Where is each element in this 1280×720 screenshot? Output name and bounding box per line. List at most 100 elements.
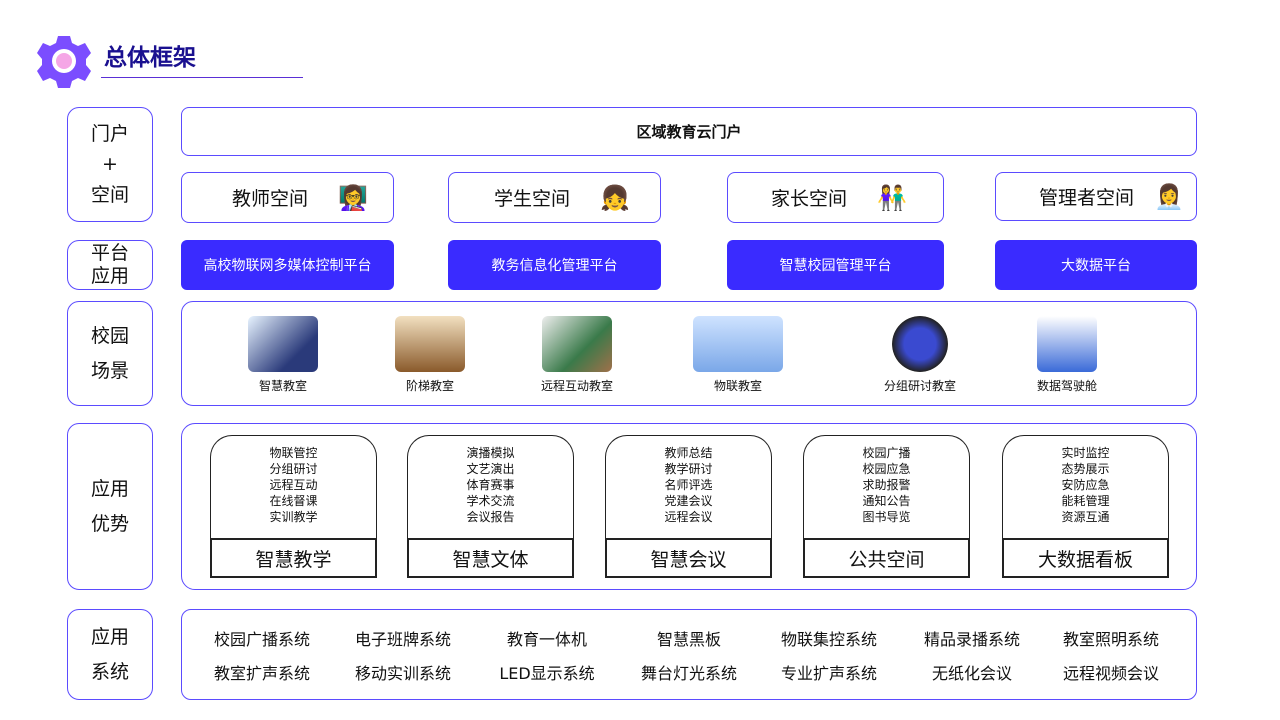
space-manager[interactable]: 管理者空间 👩‍💼	[995, 172, 1197, 221]
system-item[interactable]: 教室扩声系统	[213, 664, 310, 683]
advantage-item: 能耗管理	[1061, 494, 1110, 508]
system-panel	[181, 609, 1197, 700]
space-student[interactable]: 学生空间 👧	[448, 172, 661, 223]
scene-panel	[181, 301, 1197, 406]
advantage-item: 教学研讨	[664, 462, 713, 476]
system-item[interactable]: 教室照明系统	[1062, 630, 1159, 649]
advantage-title: 智慧文体	[407, 538, 574, 578]
system-item[interactable]: 专业扩声系统	[780, 664, 877, 683]
manager-avatar-icon: 👩‍💼	[1154, 182, 1184, 211]
scene-label: 远程互动教室	[540, 379, 613, 393]
advantage-item: 演播模拟	[466, 446, 515, 460]
page-title: 总体框架	[104, 45, 196, 71]
label-portal-space: 门户 + 空间	[67, 107, 153, 222]
scene-label: 数据驾驶舱	[1036, 379, 1097, 393]
space-label: 学生空间	[494, 188, 571, 210]
system-item[interactable]: 教育一体机	[506, 630, 587, 649]
advantage-item: 安防应急	[1061, 478, 1110, 492]
advantage-item: 校园广播	[862, 446, 911, 460]
space-label: 家长空间	[771, 188, 848, 210]
advantage-item: 远程会议	[664, 510, 713, 524]
system-item[interactable]: 远程视频会议	[1062, 664, 1159, 683]
scene-item[interactable]: 阶梯教室	[375, 316, 485, 394]
advantage-item: 文艺演出	[466, 462, 515, 476]
label-advantage: 应用 优势	[67, 423, 153, 590]
scene-label: 阶梯教室	[405, 379, 454, 393]
space-label: 教师空间	[232, 188, 309, 210]
advantage-item: 物联管控	[269, 446, 318, 460]
teacher-avatar-icon: 👩‍🏫	[338, 183, 368, 212]
advantage-item: 校园应急	[862, 462, 911, 476]
data-cockpit-image	[1037, 316, 1097, 372]
scene-item[interactable]: 分组研讨教室	[865, 316, 975, 394]
iot-classroom-image	[693, 316, 783, 372]
advantage-item: 求助报警	[862, 478, 911, 492]
advantage-item: 资源互通	[1061, 510, 1110, 524]
advantage-item: 分组研讨	[269, 462, 318, 476]
advantage-items: 演播模拟文艺演出体育赛事学术交流会议报告	[407, 435, 574, 538]
advantage-item: 实训教学	[269, 510, 318, 524]
advantage-item: 图书导览	[862, 510, 911, 524]
scene-item[interactable]: 远程互动教室	[522, 316, 632, 394]
platform-academic-affairs[interactable]: 教务信息化管理平台	[448, 240, 661, 290]
gear-icon	[37, 36, 91, 88]
advantage-title: 公共空间	[803, 538, 970, 578]
space-parent[interactable]: 家长空间 👫	[727, 172, 944, 223]
advantage-items: 物联管控分组研讨远程互动在线督课实训教学	[210, 435, 377, 538]
advantage-card[interactable]: 演播模拟文艺演出体育赛事学术交流会议报告智慧文体	[407, 435, 574, 578]
advantage-item: 通知公告	[862, 494, 911, 508]
advantage-card[interactable]: 物联管控分组研讨远程互动在线督课实训教学智慧教学	[210, 435, 377, 578]
title-underline	[101, 77, 303, 78]
parents-avatar-icon: 👫	[877, 183, 907, 212]
advantage-title: 智慧会议	[605, 538, 772, 578]
system-item[interactable]: 电子班牌系统	[354, 630, 451, 649]
space-label: 管理者空间	[1039, 187, 1135, 209]
system-item[interactable]: 物联集控系统	[780, 630, 877, 649]
advantage-item: 体育赛事	[466, 478, 515, 492]
portal-bar[interactable]: 区域教育云门户	[181, 107, 1197, 156]
scene-item[interactable]: 物联教室	[683, 316, 793, 394]
student-avatar-icon: 👧	[600, 183, 630, 212]
advantage-items: 实时监控态势展示安防应急能耗管理资源互通	[1002, 435, 1169, 538]
advantage-items: 教师总结教学研讨名师评选党建会议远程会议	[605, 435, 772, 538]
group-discussion-image	[892, 316, 948, 372]
scene-label: 智慧教室	[258, 379, 307, 393]
system-item[interactable]: 智慧黑板	[656, 630, 721, 649]
advantage-item: 教师总结	[664, 446, 713, 460]
scene-label: 分组研讨教室	[883, 379, 956, 393]
platform-big-data[interactable]: 大数据平台	[995, 240, 1197, 290]
system-item[interactable]: 精品录播系统	[923, 630, 1020, 649]
advantage-card[interactable]: 教师总结教学研讨名师评选党建会议远程会议智慧会议	[605, 435, 772, 578]
advantage-item: 远程互动	[269, 478, 318, 492]
advantage-card[interactable]: 实时监控态势展示安防应急能耗管理资源互通大数据看板	[1002, 435, 1169, 578]
remote-classroom-image	[542, 316, 612, 372]
advantage-item: 实时监控	[1061, 446, 1110, 460]
advantage-item: 态势展示	[1061, 462, 1110, 476]
label-system: 应用 系统	[67, 609, 153, 700]
smart-classroom-image	[248, 316, 318, 372]
scene-label: 物联教室	[713, 379, 762, 393]
system-item[interactable]: LED显示系统	[499, 664, 595, 683]
scene-item[interactable]: 智慧教室	[228, 316, 338, 394]
advantage-item: 在线督课	[269, 494, 318, 508]
system-item[interactable]: 无纸化会议	[931, 664, 1012, 683]
label-platform: 平台 应用	[67, 240, 153, 290]
advantage-card[interactable]: 校园广播校园应急求助报警通知公告图书导览公共空间	[803, 435, 970, 578]
space-teacher[interactable]: 教师空间 👩‍🏫	[181, 172, 394, 223]
label-campus-scene: 校园 场景	[67, 301, 153, 406]
scene-item[interactable]: 数据驾驶舱	[1012, 316, 1122, 394]
advantage-item: 学术交流	[466, 494, 515, 508]
advantage-item: 党建会议	[664, 494, 713, 508]
advantage-title: 大数据看板	[1002, 538, 1169, 578]
platform-iot-control[interactable]: 高校物联网多媒体控制平台	[181, 240, 394, 290]
system-item[interactable]: 舞台灯光系统	[640, 664, 737, 683]
advantage-title: 智慧教学	[210, 538, 377, 578]
lecture-hall-image	[395, 316, 465, 372]
system-item[interactable]: 移动实训系统	[354, 664, 451, 683]
advantage-item: 会议报告	[466, 510, 515, 524]
advantage-panel	[181, 423, 1197, 590]
system-item[interactable]: 校园广播系统	[213, 630, 310, 649]
advantage-item: 名师评选	[664, 478, 713, 492]
advantage-items: 校园广播校园应急求助报警通知公告图书导览	[803, 435, 970, 538]
platform-smart-campus[interactable]: 智慧校园管理平台	[727, 240, 944, 290]
